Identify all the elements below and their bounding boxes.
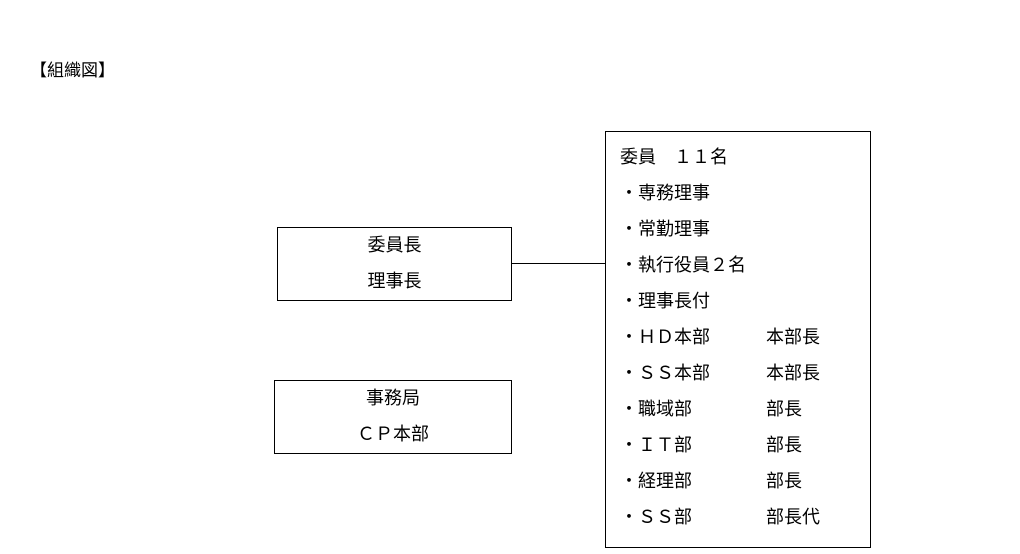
member-list: ・専務理事・常勤理事・執行役員２名・理事長付・ＨＤ本部本部長・ＳＳ本部本部長・職… <box>620 176 870 536</box>
member-name: ・ＨＤ本部 <box>620 327 710 348</box>
secretariat-title: 事務局 <box>366 388 420 409</box>
member-name: ・経理部 <box>620 471 692 492</box>
member-row: ・ＳＳ部 部長代 <box>620 500 870 536</box>
members-title: 委員 １１名 <box>620 147 728 168</box>
member-row: ・職域部 部長 <box>620 392 870 428</box>
members-box: 委員 １１名 ・専務理事・常勤理事・執行役員２名・理事長付・ＨＤ本部本部長・ＳＳ… <box>605 131 871 548</box>
member-role: 部長 <box>766 399 802 420</box>
member-row: ・執行役員２名 <box>620 248 870 284</box>
member-name: ・ＩＴ部 <box>620 435 692 456</box>
member-row: ・ＩＴ部 部長 <box>620 428 870 464</box>
member-role: 本部長 <box>766 363 820 384</box>
member-name: ・職域部 <box>620 399 692 420</box>
member-role: 部長代 <box>766 507 820 528</box>
chair-title: 委員長 <box>367 235 422 256</box>
secretariat-box: 事務局 ＣＰ本部 <box>274 380 512 454</box>
member-name: ・常勤理事 <box>620 219 710 240</box>
member-role: 部長 <box>766 435 802 456</box>
member-row: ・専務理事 <box>620 176 870 212</box>
member-row: ・経理部 部長 <box>620 464 870 500</box>
member-row: ・ＳＳ本部 本部長 <box>620 356 870 392</box>
chair-box: 委員長 理事長 <box>277 227 512 301</box>
member-row: ・ＨＤ本部 本部長 <box>620 320 870 356</box>
member-role: 本部長 <box>766 327 820 348</box>
member-role: 部長 <box>766 471 802 492</box>
member-name: ・理事長付 <box>620 291 710 312</box>
chair-holder: 理事長 <box>367 271 422 292</box>
member-name: ・執行役員２名 <box>620 255 746 276</box>
member-row: ・理事長付 <box>620 284 870 320</box>
member-name: ・専務理事 <box>620 183 710 204</box>
connector-line <box>512 263 605 264</box>
secretariat-department: ＣＰ本部 <box>357 424 429 445</box>
member-name: ・ＳＳ部 <box>620 507 692 528</box>
member-row: ・常勤理事 <box>620 212 870 248</box>
page-title: 【組織図】 <box>30 61 115 81</box>
member-name: ・ＳＳ本部 <box>620 363 710 384</box>
